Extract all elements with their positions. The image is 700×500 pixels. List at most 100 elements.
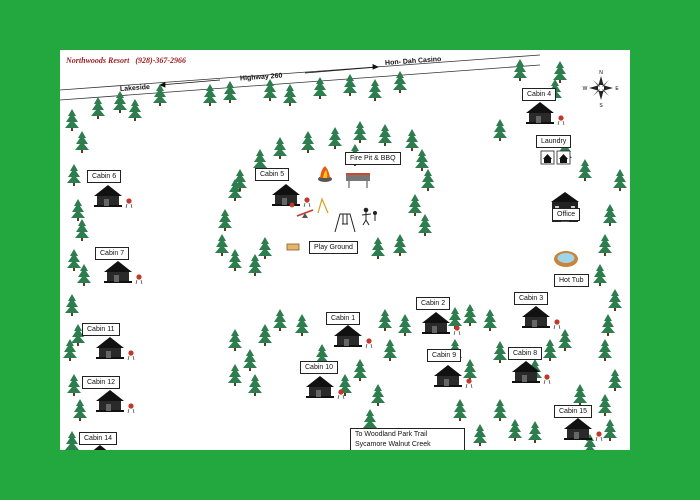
tree-icon (603, 419, 617, 441)
tree-icon (258, 237, 272, 259)
tree-icon (203, 84, 217, 106)
tree-icon (75, 219, 89, 241)
tree-icon (584, 434, 596, 450)
cabin-8-icon (512, 361, 551, 385)
compass-rose-icon: N S E W (583, 70, 620, 109)
cabin-7-icon (104, 261, 143, 285)
tree-icon (378, 309, 392, 331)
tree-icon (353, 359, 367, 381)
map-artwork: N S E W (60, 54, 627, 450)
label-cabin-4: Cabin 4 (522, 88, 557, 101)
tree-icon (483, 309, 497, 331)
tree-icon (73, 399, 87, 421)
label-cabin-1: Cabin 1 (326, 312, 361, 325)
tree-icon (273, 137, 287, 159)
tree-icon (493, 341, 507, 363)
cabins-layer (93, 102, 603, 450)
highway-edge-top (60, 54, 541, 91)
tree-icon (223, 81, 237, 103)
cabin-9-icon (434, 365, 473, 389)
tree-icon (493, 399, 507, 421)
label-cabin-9: Cabin 9 (427, 349, 462, 362)
tree-icon (608, 369, 622, 391)
resort-map: N S E W (60, 50, 630, 450)
tree-icon (448, 307, 462, 329)
cabin-3-icon (522, 306, 561, 330)
resort-name: Northwoods Resort (66, 56, 130, 65)
tree-icon (453, 399, 467, 421)
cabin-11-icon (96, 337, 135, 361)
slide-icon (317, 197, 329, 214)
tree-icon (63, 339, 77, 361)
tree-icon (65, 109, 79, 131)
label-cabin-5: Cabin 5 (255, 168, 290, 181)
tree-icon (67, 164, 81, 186)
tree-icon (405, 129, 419, 151)
fire-pit-icon (318, 166, 332, 182)
trail-line-2: Sycamore Walnut Creek (355, 441, 431, 448)
tree-icon (378, 124, 392, 146)
tree-icon (113, 91, 127, 113)
tree-icon (601, 314, 615, 336)
tree-icon (553, 61, 567, 83)
tree-icon (153, 84, 167, 106)
label-hot-tub: Hot Tub (554, 274, 589, 287)
tree-icon (593, 264, 607, 286)
tree-icon (228, 179, 242, 201)
cabin-15-icon (564, 418, 603, 442)
tree-icon (598, 234, 612, 256)
cabin-5-icon (272, 184, 311, 208)
arrow-right-icon (304, 63, 379, 74)
tree-icon (383, 339, 397, 361)
tree-icon (598, 339, 612, 361)
tree-icon (613, 169, 627, 191)
tree-icon (415, 149, 429, 171)
tree-icon (573, 384, 587, 406)
cabin-14-icon (93, 445, 107, 450)
swing-set-icon (334, 213, 356, 233)
tree-icon (295, 314, 309, 336)
tree-icon (75, 131, 89, 153)
label-cabin-12: Cabin 12 (82, 376, 121, 389)
tree-icon (328, 127, 342, 149)
tree-icon (393, 71, 407, 93)
tree-icon (508, 419, 522, 441)
trees-layer (63, 59, 627, 450)
tree-icon (371, 384, 385, 406)
label-cabin-10: Cabin 10 (300, 361, 339, 374)
tree-icon (353, 121, 367, 143)
label-fire-pit: Fire Pit & BBQ (345, 152, 401, 165)
tree-icon (598, 394, 612, 416)
cabin-4-icon (526, 102, 565, 126)
label-cabin-6: Cabin 6 (87, 170, 122, 183)
tree-icon (493, 119, 507, 141)
tree-icon (463, 304, 477, 326)
laundry-icon (540, 150, 571, 165)
cabin-1-icon (334, 325, 373, 349)
tree-icon (283, 84, 297, 106)
label-cabin-14: Cabin 14 (79, 432, 118, 445)
resort-phone: (928)-367-2966 (135, 56, 187, 65)
tree-icon (233, 169, 247, 191)
tree-icon (343, 74, 357, 96)
hot-tub-icon (554, 251, 578, 267)
tree-icon (65, 294, 79, 316)
compass-s: S (599, 103, 603, 109)
compass-e: E (615, 86, 619, 92)
tree-icon (71, 199, 85, 221)
tree-icon (301, 131, 315, 153)
trail-sign: To Woodland Park Trail Sycamore Walnut C… (350, 428, 465, 450)
label-play-ground: Play Ground (309, 241, 358, 254)
cabin-2-icon (422, 312, 461, 336)
tree-icon (65, 431, 79, 450)
label-cabin-15: Cabin 15 (554, 405, 593, 418)
tree-icon (77, 264, 91, 286)
label-cabin-3: Cabin 3 (514, 292, 549, 305)
label-cabin-2: Cabin 2 (416, 297, 451, 310)
tree-icon (393, 234, 407, 256)
tree-icon (338, 374, 352, 396)
tree-icon (463, 359, 477, 381)
tree-icon (313, 77, 327, 99)
tree-icon (228, 364, 242, 386)
trail-line-1: To Woodland Park Trail (355, 431, 428, 438)
